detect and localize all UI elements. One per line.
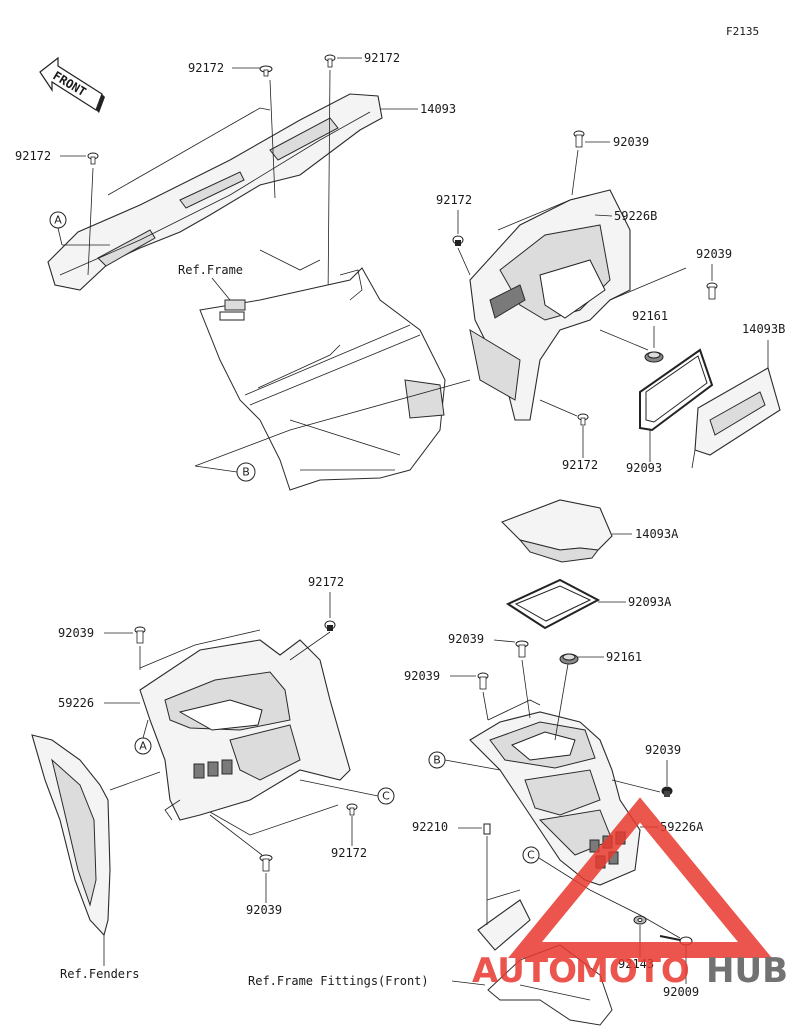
label-14093: 14093: [420, 102, 456, 116]
label-59226A: 59226A: [660, 820, 704, 834]
part-14093A-lid: [501, 499, 613, 563]
label-92161-top: 92161: [632, 309, 668, 323]
part-92093-seal: [639, 348, 714, 432]
clip-92172-mid-icon: [452, 235, 464, 246]
ref-frame-label: Ref.Frame: [178, 263, 243, 277]
automotohub-watermark: AUTO MOTO HUB: [472, 797, 788, 991]
clip-92172-left-icon: [87, 152, 99, 165]
callout-b-bottom: B: [428, 751, 446, 769]
svg-text:B: B: [433, 754, 441, 767]
svg-text:C: C: [527, 849, 535, 862]
clip-92172-top-left-icon: [259, 65, 273, 77]
callout-b-top: B: [236, 462, 256, 482]
label-92210: 92210: [412, 820, 448, 834]
callout-a-top: A: [49, 211, 67, 229]
label-92172-bl: 92172: [308, 575, 344, 589]
label-92172-lower: 92172: [562, 458, 598, 472]
part-59226-panel: [139, 639, 351, 821]
washer-92143-icon: [633, 915, 647, 925]
label-92172-mid: 92172: [436, 193, 472, 207]
diagram-code: F2135: [726, 25, 759, 38]
svg-text:HUB: HUB: [706, 951, 788, 991]
label-92093A: 92093A: [628, 595, 672, 609]
label-59226B: 59226B: [614, 209, 657, 223]
ref-fenders-label: Ref.Fenders: [60, 967, 139, 981]
clip-92172-lower-icon: [577, 413, 589, 426]
svg-text:B: B: [242, 466, 250, 479]
label-92039-br3: 92039: [645, 743, 681, 757]
label-92172-top-left: 92172: [188, 61, 224, 75]
clip-92039-bl-icon: [134, 626, 146, 644]
label-59226: 59226: [58, 696, 94, 710]
clip-92039-br1-icon: [515, 640, 529, 658]
label-92039-br2: 92039: [404, 669, 440, 683]
callout-c-left: C: [377, 787, 395, 805]
callout-a-bottom: A: [134, 737, 152, 755]
label-92143: 92143: [618, 957, 654, 971]
grommet-92161-top-icon: [644, 351, 664, 363]
label-92039-top: 92039: [613, 135, 649, 149]
label-92039-br1: 92039: [448, 632, 484, 646]
label-92172-bc: 92172: [331, 846, 367, 860]
clip-92172-top-right-icon: [324, 54, 336, 68]
frame-section-top: [199, 267, 446, 491]
clip-92039-bc-icon: [259, 854, 273, 872]
clip-92172-bc-icon: [346, 803, 358, 816]
clip-92039-br2-icon: [477, 672, 489, 690]
front-arrow-icon: FRONT: [39, 56, 105, 113]
svg-text:MOTO: MOTO: [575, 951, 690, 991]
svg-text:AUTO: AUTO: [472, 951, 577, 991]
clip-92039-top-icon: [573, 130, 585, 148]
ref-frame-fittings-label: Ref.Frame Fittings(Front): [248, 974, 429, 988]
label-92039-right: 92039: [696, 247, 732, 261]
svg-text:A: A: [54, 214, 62, 227]
part-14093B-lid: [694, 367, 781, 456]
label-92093: 92093: [626, 461, 662, 475]
label-92172-left: 92172: [15, 149, 51, 163]
part-92210-bracket: [477, 823, 531, 951]
clip-92172-bl-icon: [324, 620, 336, 631]
part-59226B-panel: [469, 189, 631, 421]
switch-cluster-left: [193, 759, 233, 779]
clip-92039-br3-icon: [661, 786, 673, 797]
label-92039-bc: 92039: [246, 903, 282, 917]
clip-92039-right-icon: [706, 282, 718, 300]
svg-text:C: C: [382, 790, 390, 803]
callout-c-right: C: [522, 846, 540, 864]
label-92039-bl: 92039: [58, 626, 94, 640]
label-14093A: 14093A: [635, 527, 679, 541]
label-14093B: 14093B: [742, 322, 785, 336]
part-fender-trim: [31, 734, 111, 937]
label-92161-br: 92161: [606, 650, 642, 664]
part-14093-cover: [47, 93, 383, 291]
label-92009: 92009: [663, 985, 699, 999]
part-92093A-seal: [505, 578, 601, 630]
grommet-92161-br-icon: [559, 653, 579, 665]
label-92172-top-right: 92172: [364, 51, 400, 65]
svg-text:A: A: [139, 740, 147, 753]
part-59226A-panel: [469, 711, 641, 886]
